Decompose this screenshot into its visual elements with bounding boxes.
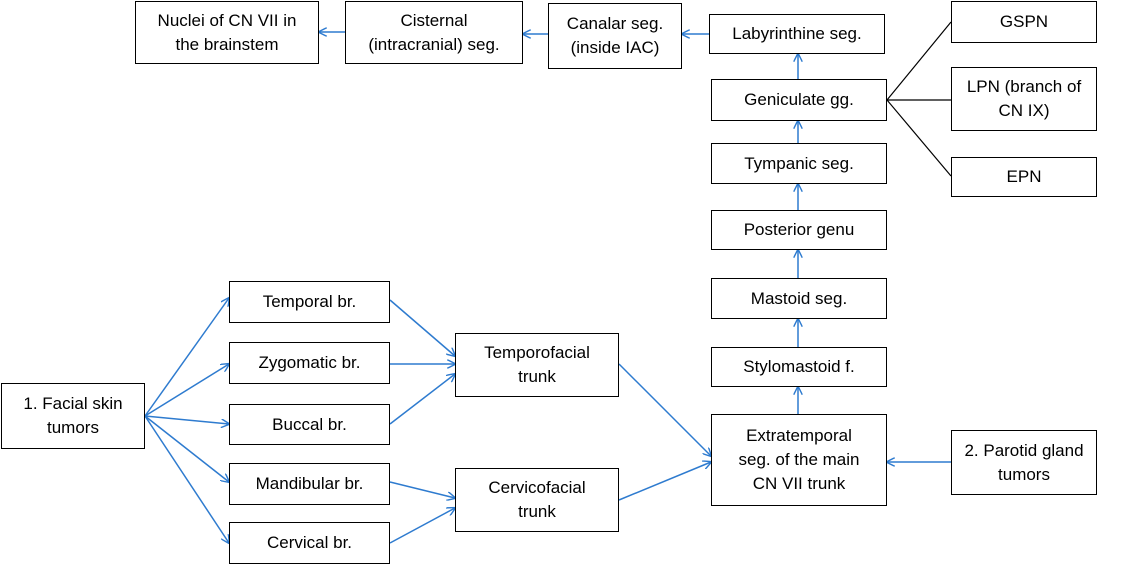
node-stylomastoid-label: Stylomastoid f. <box>743 357 855 376</box>
arrow-facial-to-buccal <box>144 415 229 424</box>
arrow-cervicofacial-to-extratemporal <box>618 462 711 501</box>
arrow-temporofacial-to-extratemporal <box>618 363 711 456</box>
node-nuclei: Nuclei of CN VII in the brainstem <box>135 1 319 64</box>
node-lpn: LPN (branch of CN IX) <box>951 67 1097 131</box>
node-stylomastoid: Stylomastoid f. <box>711 347 887 387</box>
node-zygomatic: Zygomatic br. <box>229 342 390 384</box>
node-tympanic-label: Tympanic seg. <box>744 153 854 173</box>
node-cervical-label: Cervical br. <box>266 533 353 552</box>
node-temporal: Temporal br. <box>229 281 390 323</box>
arrow-temporal-to-temporofacial <box>389 299 455 356</box>
arrow-mandibular-to-cervicofacial <box>389 481 455 498</box>
line-geniculate-to-gspn <box>886 21 952 101</box>
node-geniculate: Geniculate gg. <box>711 79 887 121</box>
node-labyrinthine-label: Labyrinthine seg. <box>732 24 862 43</box>
node-geniculate-label: Geniculate gg. <box>744 90 854 109</box>
node-zygomatic-label: Zygomatic br. <box>258 353 361 372</box>
node-buccal-label: Buccal br. <box>272 414 347 434</box>
node-gspn: GSPN <box>951 1 1097 43</box>
node-cervical: Cervical br. <box>229 522 390 564</box>
arrow-facial-to-cervical <box>144 415 229 543</box>
node-buccal: Buccal br. <box>229 404 390 445</box>
node-tympanic: Tympanic seg. <box>711 143 887 184</box>
node-gspn-label: GSPN <box>999 12 1049 31</box>
node-cervicofacial-label: Cervicofacial trunk <box>488 478 586 521</box>
node-epn: EPN <box>951 157 1097 197</box>
node-lpn-label: LPN (branch of CN IX) <box>966 77 1082 120</box>
line-geniculate-to-epn <box>886 99 952 177</box>
node-canalar-label: Canalar seg. (inside IAC) <box>566 14 664 57</box>
node-facial-skin-label: 1. Facial skin tumors <box>23 394 123 437</box>
node-nuclei-label: Nuclei of CN VII in the brainstem <box>157 10 297 54</box>
node-temporal-label: Temporal br. <box>262 292 357 311</box>
node-canalar: Canalar seg. (inside IAC) <box>548 3 682 69</box>
arrow-facial-to-zygomatic <box>144 364 229 417</box>
node-cisternal-label: Cisternal (intracranial) seg. <box>368 10 500 54</box>
node-mastoid-label: Mastoid seg. <box>750 288 848 308</box>
node-parotid-label: 2. Parotid gland tumors <box>964 440 1084 484</box>
node-extratemporal: Extratemporal seg. of the main CN VII tr… <box>711 414 887 506</box>
node-posterior-genu-label: Posterior genu <box>743 220 855 239</box>
arrow-buccal-to-temporofacial <box>389 374 455 425</box>
node-epn-label: EPN <box>1006 167 1042 186</box>
node-extratemporal-label: Extratemporal seg. of the main CN VII tr… <box>738 426 860 493</box>
node-labyrinthine: Labyrinthine seg. <box>709 14 885 54</box>
node-parotid: 2. Parotid gland tumors <box>951 430 1097 495</box>
arrow-facial-to-mandibular <box>144 415 229 482</box>
node-mandibular: Mandibular br. <box>229 463 390 505</box>
node-mandibular-label: Mandibular br. <box>255 474 364 493</box>
node-temporofacial-label: Temporofacial trunk <box>484 343 590 386</box>
node-cisternal: Cisternal (intracranial) seg. <box>345 1 523 64</box>
node-posterior-genu: Posterior genu <box>711 210 887 250</box>
node-temporofacial: Temporofacial trunk <box>455 333 619 397</box>
arrow-cervical-to-cervicofacial <box>389 508 455 544</box>
node-cervicofacial: Cervicofacial trunk <box>455 468 619 532</box>
node-facial-skin: 1. Facial skin tumors <box>1 383 145 449</box>
node-mastoid: Mastoid seg. <box>711 278 887 319</box>
arrow-facial-to-temporal <box>144 298 229 417</box>
